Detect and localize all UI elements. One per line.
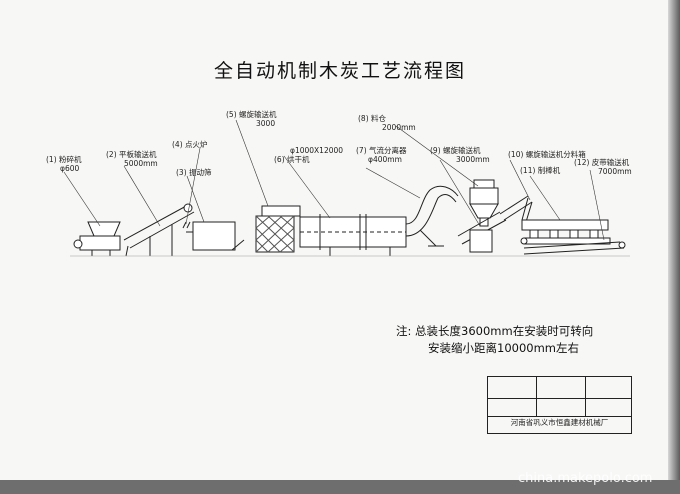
title-block: 河南省巩义市恒鑫建材机械厂 [487, 376, 632, 434]
label-distribution-box: (10) 螺旋输送机分料箱 [508, 150, 586, 159]
flat-plate-conveyor [123, 203, 195, 257]
screw-conveyor-5 [255, 205, 301, 253]
ignition-furnace [182, 221, 191, 229]
installation-note-line2: 安装缩小距离10000mm左右 [428, 341, 579, 355]
belt-conveyor [523, 241, 626, 255]
label-vibrating-screen: (3) 振动筛 [176, 168, 212, 177]
label-ignition-furnace: (4) 点火炉 [172, 140, 208, 149]
rotary-dryer-drum [299, 214, 407, 256]
sheet-bottom-shadow [0, 480, 680, 494]
screw-conveyor-9 [457, 195, 533, 253]
title-block-row [488, 398, 631, 417]
crusher-machine [73, 221, 121, 256]
rod-making-machines [520, 219, 611, 245]
title-block-divider [536, 377, 537, 416]
title-block-divider [585, 377, 586, 416]
title-block-row [488, 377, 631, 399]
watermark: china.makepolo.com [518, 471, 653, 486]
company-name: 河南省巩义市恒鑫建材机械厂 [510, 418, 609, 427]
leader-lines [63, 119, 605, 241]
vibrating-screen [186, 221, 245, 251]
cyclone-separator-duct [405, 185, 459, 247]
screw-conveyor-distribution-box [521, 197, 533, 223]
label-dryer: φ1000X12000(6) 烘干机 [274, 146, 344, 164]
page-title: 全自动机制木炭工艺流程图 [213, 60, 466, 82]
sheet-edge-shadow [668, 0, 680, 494]
installation-note-line1: 注: 总装长度3600mm在安装时可转向 [396, 324, 594, 338]
label-rod-machine: (11) 制棒机 [520, 166, 561, 175]
material-silo [469, 179, 499, 227]
